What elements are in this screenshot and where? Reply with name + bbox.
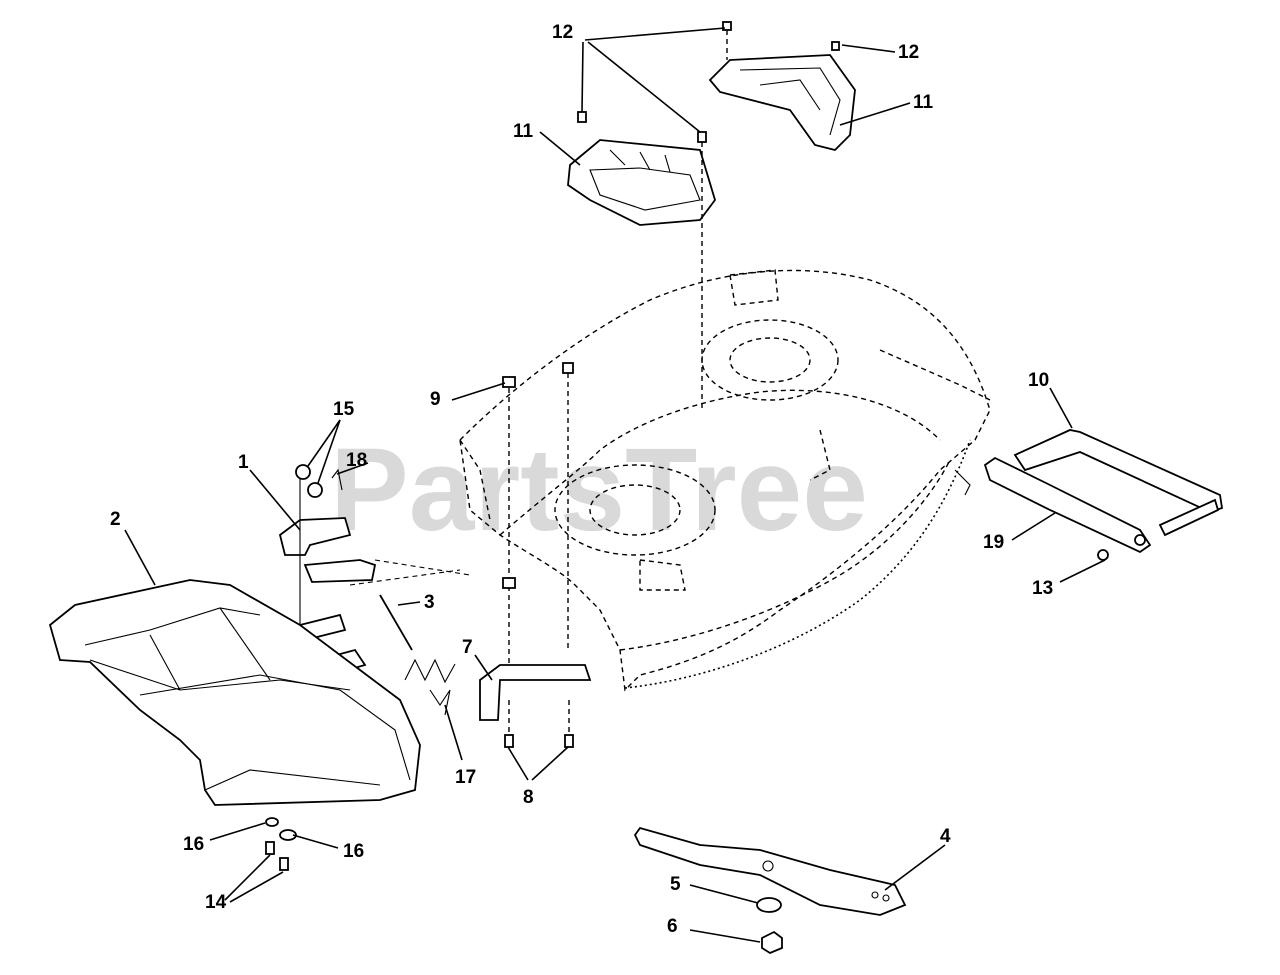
rod-3 [379, 594, 413, 651]
callout-1: 1 [238, 452, 249, 473]
callout-9: 9 [430, 389, 441, 410]
blade-4 [633, 826, 907, 916]
callout-11a: 11 [513, 121, 534, 142]
deck-cover-right [708, 54, 856, 151]
callout-12a: 12 [552, 22, 573, 43]
callout-5: 5 [670, 874, 681, 895]
callout-18: 18 [346, 450, 367, 471]
nut-6 [761, 930, 783, 955]
watermark-text: PartsTree [330, 424, 868, 556]
callout-19: 19 [983, 532, 1004, 553]
callout-14: 14 [205, 892, 227, 913]
callout-4: 4 [940, 826, 951, 847]
callout-12b: 12 [898, 42, 919, 63]
callout-17: 17 [455, 767, 476, 788]
callout-3: 3 [424, 592, 435, 613]
spring-17 [404, 658, 456, 716]
callout-15: 15 [333, 399, 355, 420]
handle-assembly [954, 429, 1224, 561]
fasteners-8-9 [479, 362, 592, 748]
callout-11b: 11 [913, 92, 934, 113]
callout-6: 6 [667, 916, 678, 937]
washer-5 [756, 897, 782, 913]
callout-13: 13 [1032, 578, 1053, 599]
callout-10: 10 [1028, 370, 1049, 391]
callout-2: 2 [110, 509, 121, 530]
callout-16a: 16 [183, 834, 204, 855]
callout-16b: 16 [343, 841, 364, 862]
callout-7: 7 [462, 637, 473, 658]
discharge-chute [48, 579, 421, 806]
callout-labels: 12 12 11 11 9 15 18 1 2 3 7 17 8 16 16 1… [110, 22, 1053, 937]
washers-16 [265, 817, 297, 871]
bolts-12 [577, 21, 840, 410]
nuts-15 [295, 464, 343, 498]
leader-lines [124, 27, 1106, 943]
callout-8: 8 [523, 787, 534, 808]
deck-cover-left [567, 139, 716, 226]
